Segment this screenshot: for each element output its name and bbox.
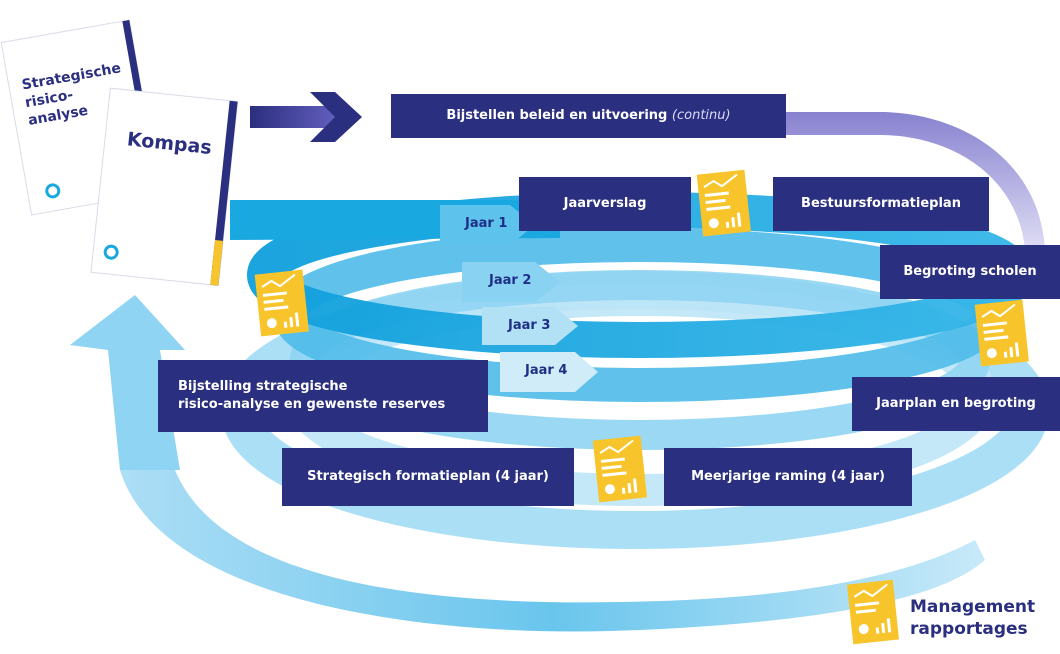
top-arrow-label-text: Bijstellen beleid en uitvoering bbox=[446, 108, 668, 124]
report-icon-management bbox=[846, 579, 900, 645]
report-icon-jaarverslag bbox=[696, 169, 751, 237]
management-rapportages-label: Management rapportages bbox=[910, 596, 1035, 640]
outer-cycle-arrow bbox=[120, 470, 985, 632]
management-line1: Management bbox=[910, 597, 1036, 617]
year-3-label: Jaar 3 bbox=[508, 318, 551, 333]
report-icon-right bbox=[974, 299, 1029, 367]
box-meerjarige-raming: Meerjarige raming (4 jaar) bbox=[664, 448, 912, 506]
top-arc bbox=[785, 112, 1045, 250]
box-strategisch-formatieplan: Strategisch formatieplan (4 jaar) bbox=[282, 448, 574, 506]
kompas-document: Kompas bbox=[90, 87, 239, 287]
year-1-chevron bbox=[440, 205, 535, 245]
box-bijstelling-line1: Bijstelling strategische bbox=[178, 379, 348, 395]
doc-kompas-logo-icon bbox=[103, 244, 119, 260]
year-3-chevron bbox=[482, 307, 578, 345]
outer-cycle-arrowhead bbox=[70, 295, 185, 470]
year-2-chevron bbox=[462, 262, 560, 302]
box-begroting-scholen: Begroting scholen bbox=[880, 245, 1060, 299]
doc-strategic-logo-icon bbox=[45, 183, 61, 199]
year-1-label: Jaar 1 bbox=[465, 216, 508, 231]
box-jaarplan-en-begroting: Jaarplan en begroting bbox=[852, 377, 1060, 431]
box-bijstelling-line2: risico-analyse en gewenste reserves bbox=[178, 397, 446, 412]
year-4-chevron bbox=[500, 352, 598, 392]
box-bijstelling: Bijstelling strategische risico-analyse … bbox=[158, 360, 488, 432]
top-arrow-head bbox=[310, 92, 362, 142]
management-line2: rapportages bbox=[910, 619, 1028, 640]
box-bestuursformatieplan: Bestuursformatieplan bbox=[773, 177, 989, 231]
report-icon-left bbox=[254, 269, 309, 337]
top-arrow-label-suffix: (continu) bbox=[671, 108, 731, 124]
report-icon-bottom bbox=[592, 435, 648, 503]
box-jaarverslag: Jaarverslag bbox=[519, 177, 691, 231]
year-4-label: Jaar 4 bbox=[525, 363, 568, 378]
top-arrow-shaft bbox=[250, 106, 350, 128]
year-2-label: Jaar 2 bbox=[489, 273, 532, 288]
top-arrow-label: Bijstellen beleid en uitvoering (continu… bbox=[391, 94, 786, 138]
